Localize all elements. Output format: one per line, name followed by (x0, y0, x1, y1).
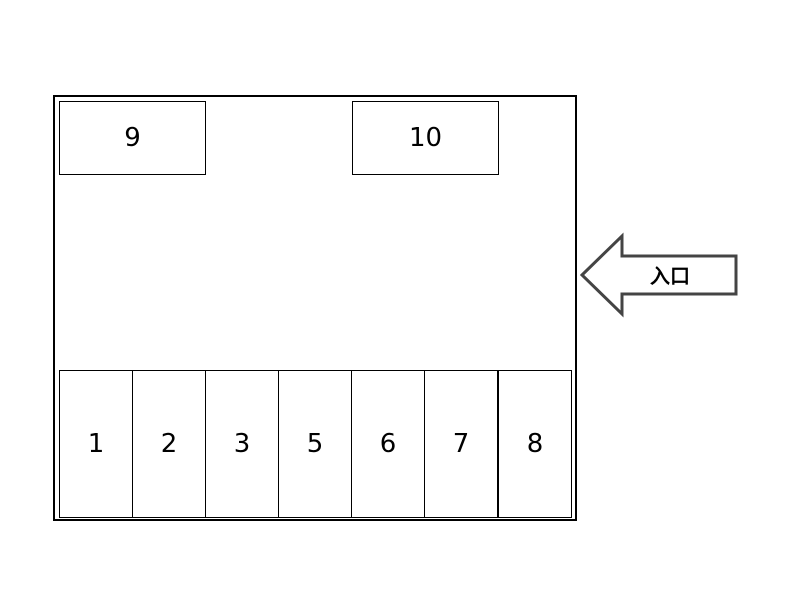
parking-space-5: 5 (278, 370, 352, 518)
parking-space-8: 8 (498, 370, 572, 518)
parking-lot-boundary: 9 10 1 2 3 5 6 7 8 (53, 95, 577, 521)
left-arrow-icon (580, 232, 738, 318)
parking-space-1: 1 (59, 370, 133, 518)
entrance-arrow: 入口 (580, 232, 740, 318)
parking-space-10: 10 (352, 101, 499, 175)
parking-space-6: 6 (351, 370, 425, 518)
entrance-label: 入口 (650, 263, 690, 288)
parking-space-3: 3 (205, 370, 279, 518)
parking-space-9: 9 (59, 101, 206, 175)
parking-space-2: 2 (132, 370, 206, 518)
parking-space-7: 7 (424, 370, 498, 518)
